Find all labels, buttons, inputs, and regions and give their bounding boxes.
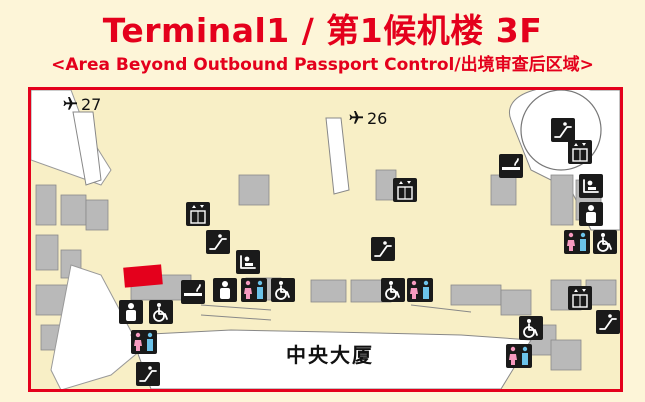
information-person-icon[interactable] bbox=[213, 278, 237, 302]
baby-care-icon[interactable] bbox=[236, 250, 260, 274]
escalator-icon[interactable] bbox=[551, 118, 575, 142]
escalator-icon[interactable] bbox=[371, 237, 395, 261]
map-area[interactable]: 中央大厦 27 26 bbox=[28, 87, 623, 392]
airplane-icon bbox=[63, 97, 77, 110]
escalator-icon[interactable] bbox=[206, 230, 230, 254]
wheelchair-accessible-icon[interactable] bbox=[519, 316, 543, 340]
current-location-marker[interactable] bbox=[123, 264, 163, 288]
building-west-lower bbox=[50, 264, 142, 389]
gate-27-marker[interactable]: 27 bbox=[63, 95, 102, 114]
restroom-icon[interactable] bbox=[564, 230, 590, 254]
gate-26-label: 26 bbox=[367, 109, 387, 128]
smoking-area-icon[interactable] bbox=[181, 280, 205, 304]
information-person-icon[interactable] bbox=[579, 202, 603, 226]
wheelchair-accessible-icon[interactable] bbox=[381, 278, 405, 302]
page-subtitle: <Area Beyond Outbound Passport Control/出… bbox=[51, 55, 594, 75]
restroom-icon[interactable] bbox=[407, 278, 433, 302]
wheelchair-accessible-icon[interactable] bbox=[149, 300, 173, 324]
restroom-icon[interactable] bbox=[241, 278, 267, 302]
elevator-icon[interactable] bbox=[186, 202, 210, 226]
baby-care-icon[interactable] bbox=[579, 174, 603, 198]
smoking-area-icon[interactable] bbox=[499, 154, 523, 178]
escalator-icon[interactable] bbox=[136, 362, 160, 386]
escalator-icon[interactable] bbox=[596, 310, 620, 334]
elevator-icon[interactable] bbox=[568, 140, 592, 164]
wheelchair-accessible-icon[interactable] bbox=[271, 278, 295, 302]
gate-27-label: 27 bbox=[81, 95, 101, 114]
shop-block-west bbox=[35, 184, 109, 366]
gate-26-marker[interactable]: 26 bbox=[349, 109, 388, 128]
elevator-icon[interactable] bbox=[568, 286, 592, 310]
airplane-icon bbox=[349, 111, 363, 124]
restroom-icon[interactable] bbox=[131, 330, 157, 354]
floor-plan: 中央大厦 27 26 bbox=[31, 90, 620, 389]
wheelchair-accessible-icon[interactable] bbox=[593, 230, 617, 254]
elevator-icon[interactable] bbox=[393, 178, 417, 202]
central-building bbox=[130, 329, 532, 389]
gate-27-pier bbox=[72, 111, 102, 186]
shop-row-north bbox=[238, 169, 517, 206]
central-building-label: 中央大厦 bbox=[286, 343, 374, 367]
information-person-icon[interactable] bbox=[119, 300, 143, 324]
restroom-icon[interactable] bbox=[506, 344, 532, 368]
page-title: Terminal1 / 第1候机楼 3F bbox=[102, 11, 543, 50]
central-building-stripes bbox=[200, 304, 472, 321]
gate-26-pier bbox=[325, 117, 350, 195]
